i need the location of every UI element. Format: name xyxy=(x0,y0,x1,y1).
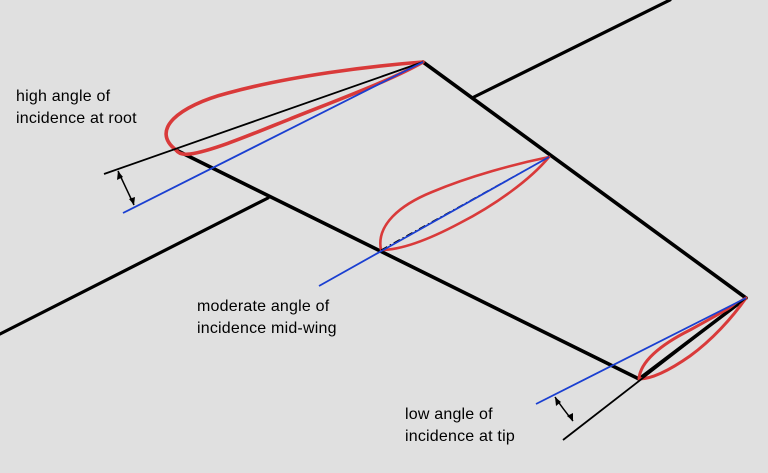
root-section xyxy=(103,60,425,214)
root-reference-line xyxy=(122,61,424,214)
root-label-line-1: high angle of xyxy=(16,88,111,105)
wing-trailing-edge xyxy=(421,60,748,300)
tip-angle-arrowhead-bottom xyxy=(567,413,573,421)
mid-reference-line xyxy=(318,156,550,287)
tip-reference-line xyxy=(535,297,747,405)
mid-label-line-1: moderate angle of xyxy=(197,298,330,315)
root-angle-arrowhead-top xyxy=(117,171,123,180)
mid-incidence-label: moderate angle of incidence mid-wing xyxy=(197,296,337,340)
fuselage-upper-line xyxy=(472,0,672,99)
tip-incidence-label: low angle of incidence at tip xyxy=(405,404,515,448)
tip-label-line-2: incidence at tip xyxy=(405,428,515,445)
tip-angle-arrowhead-top xyxy=(555,397,561,406)
mid-section xyxy=(318,155,551,287)
fuselage-lower-line xyxy=(0,196,270,336)
root-chord-line xyxy=(103,61,424,175)
tip-section xyxy=(535,296,748,441)
wing-leading-edge xyxy=(174,148,641,381)
root-incidence-label: high angle of incidence at root xyxy=(16,86,137,130)
tip-chord-line xyxy=(562,297,747,441)
root-label-line-2: incidence at root xyxy=(16,110,137,127)
root-angle-arrowhead-bottom xyxy=(129,197,135,205)
mid-label-line-2: incidence mid-wing xyxy=(197,320,337,337)
tip-label-line-1: low angle of xyxy=(405,406,493,423)
